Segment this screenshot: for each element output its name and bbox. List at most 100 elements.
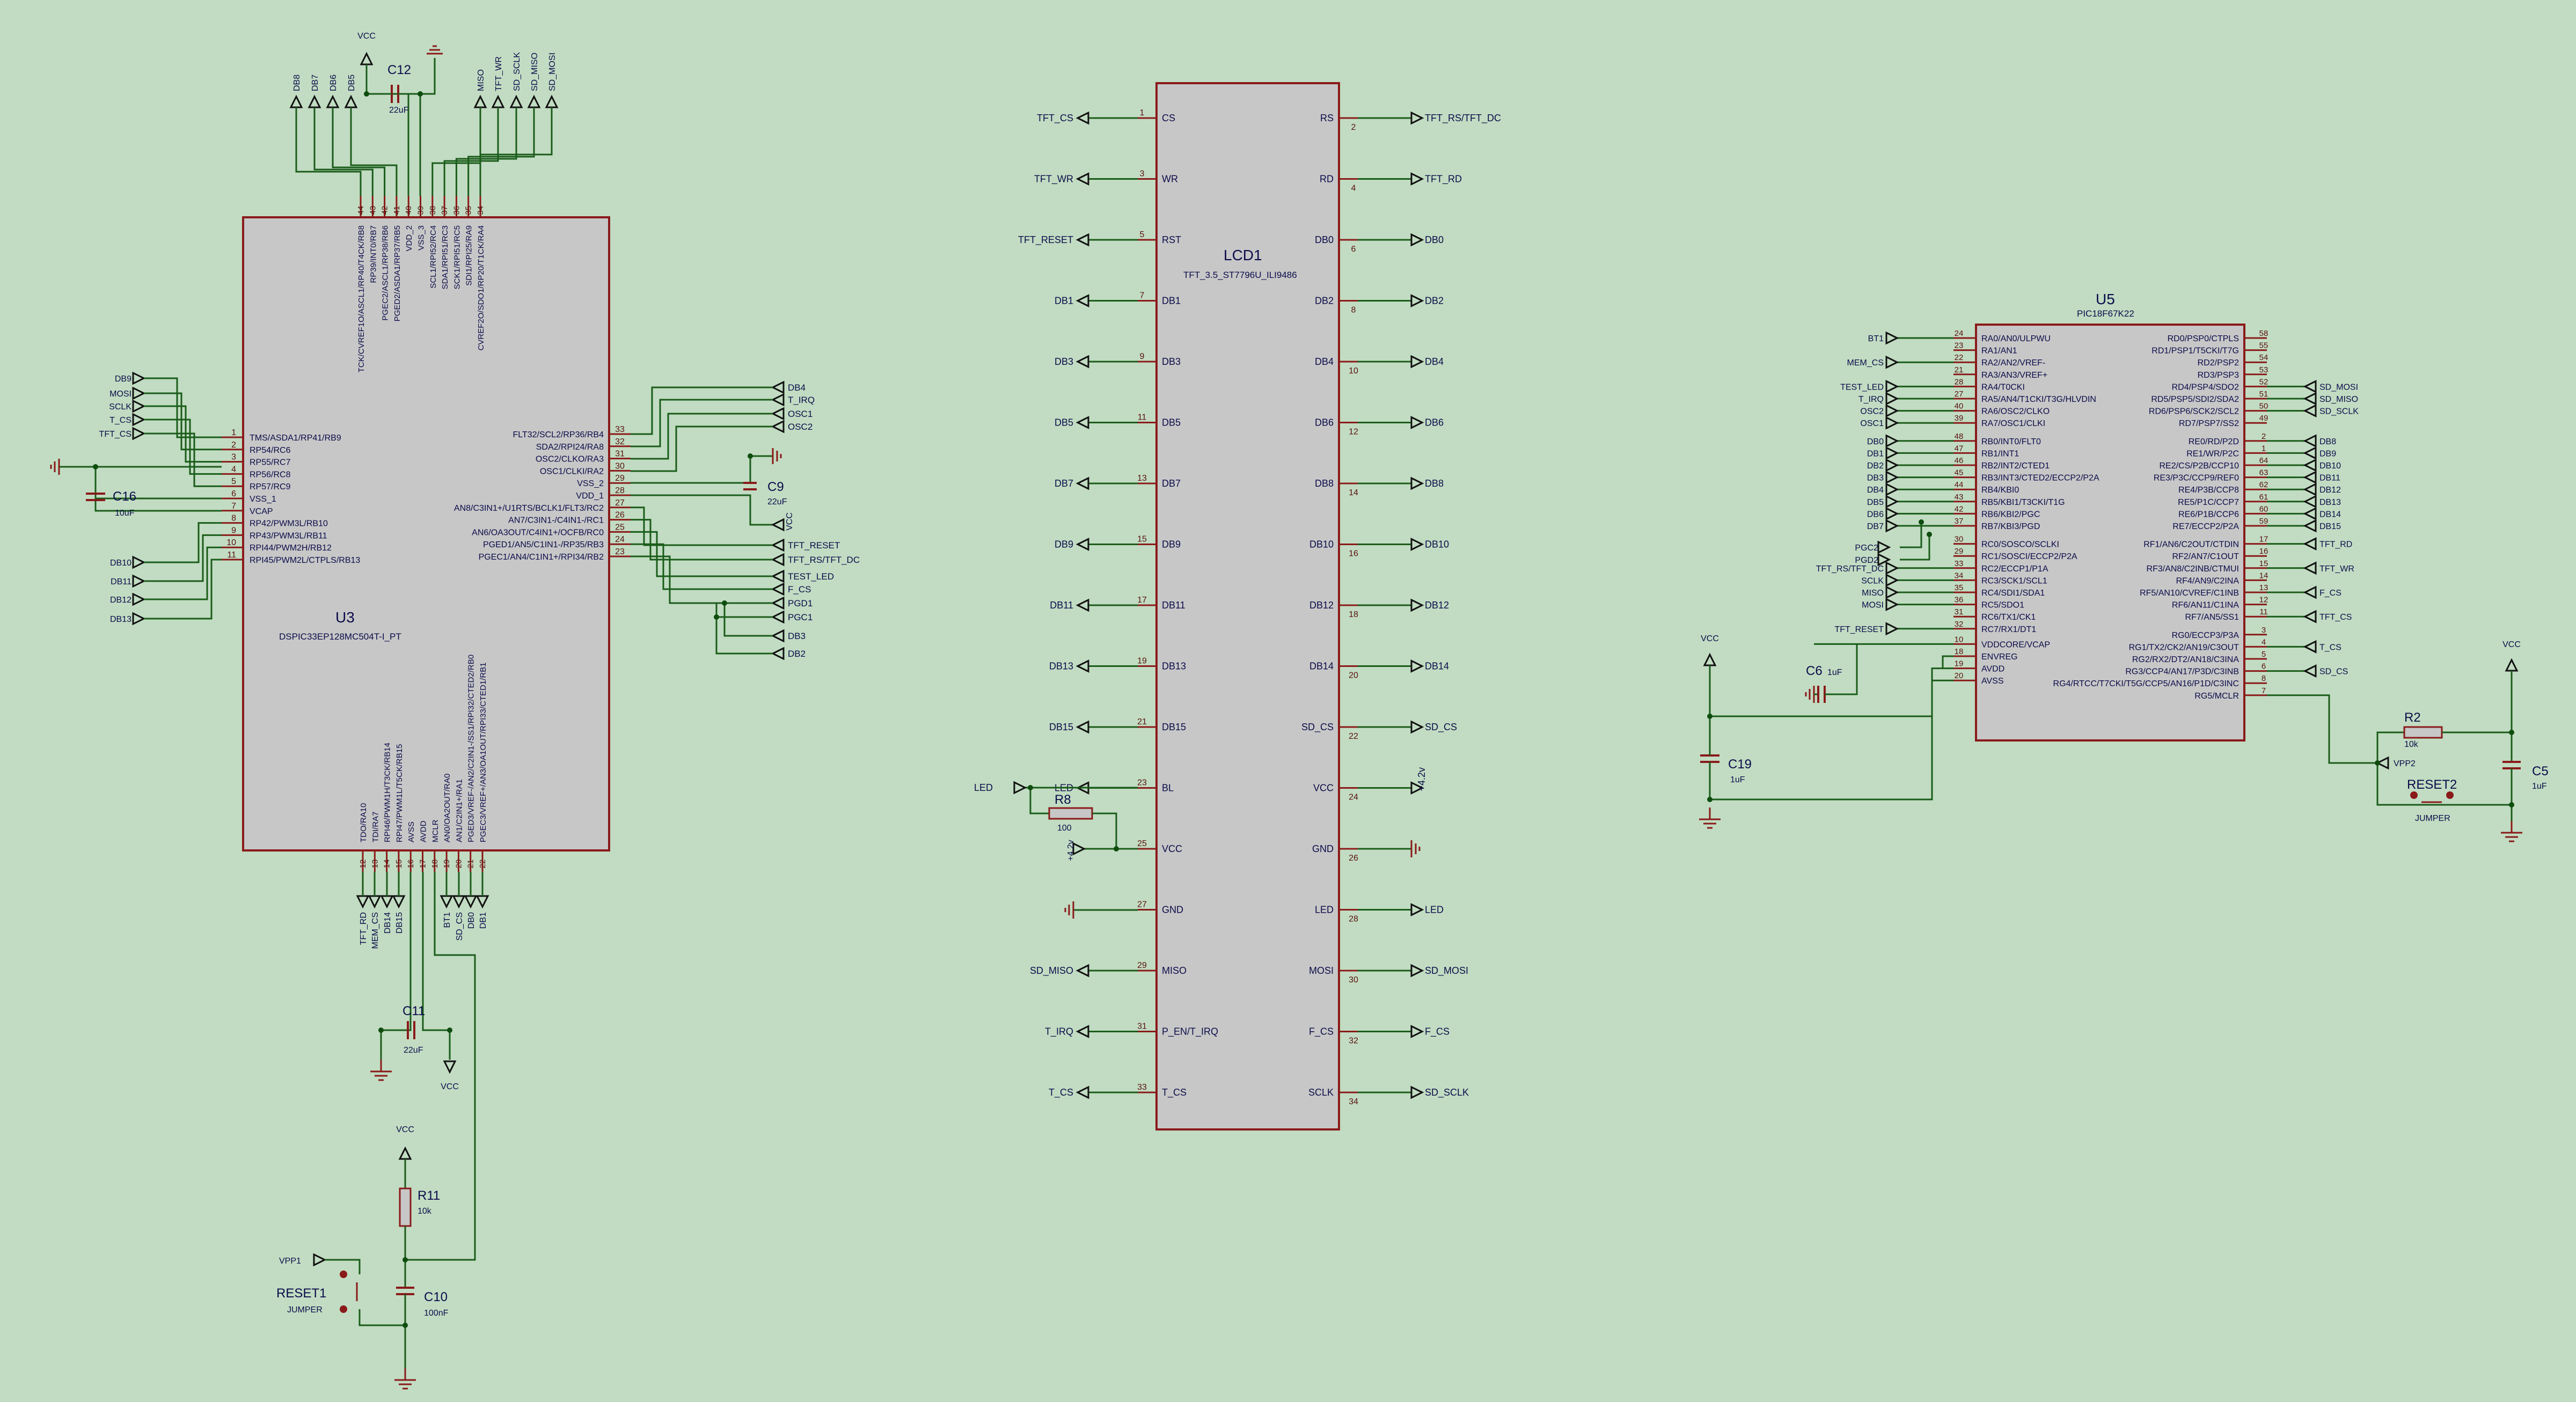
lcd-net-terminal	[1410, 720, 1424, 734]
lcd-ref: LCD1	[1224, 247, 1262, 263]
u3-pin-number: 20	[454, 860, 463, 869]
c16-val: 10uF	[115, 509, 135, 518]
u5-net-terminal	[1885, 331, 1899, 345]
u3-net-label: OSC2	[788, 422, 813, 432]
u5-pin-number: 10	[1955, 635, 1964, 644]
c19-vcc-label: VCC	[1701, 634, 1719, 643]
u3-pin-name: RP42/PWM3L/RB10	[250, 519, 328, 528]
lcd-pin-number: 3	[1140, 170, 1145, 179]
u5-pin-number: 64	[2259, 456, 2268, 465]
u3-left-pins: 1TMS/ASDA1/RP41/RB92RP54/RC63RP55/RC74RP…	[222, 428, 360, 565]
u5-pin-number: 45	[1955, 468, 1964, 478]
u5-pin-name: RB3/INT3/CTED2/ECCP2/P2A	[1981, 474, 2099, 483]
u3-pin-number: 16	[406, 860, 415, 869]
u5-net-terminal	[1885, 416, 1899, 430]
u5-pin-name: RE5/P1C/CCP7	[2178, 498, 2239, 507]
u5-pin-number: 19	[1955, 659, 1964, 669]
u5-net-terminal	[2303, 495, 2317, 509]
lcd-pin-name: LED	[1315, 905, 1334, 915]
u5-pin-number: 40	[1955, 402, 1964, 411]
lcd-pin-number: 12	[1349, 428, 1358, 437]
lcd-net-terminal	[1410, 233, 1424, 247]
reset2-pin	[2410, 791, 2418, 799]
u5-pin-number: 59	[2259, 517, 2268, 526]
u3-pin-name: AVSS	[407, 821, 416, 842]
u5-pin-number: 62	[2259, 480, 2268, 489]
u5-pin-name: RA1/AN1	[1981, 347, 2017, 356]
u3-net-label: DB9	[115, 375, 131, 384]
u5-pin-number: 15	[2259, 559, 2268, 568]
lcd-pin-number: 30	[1349, 975, 1358, 985]
u3-pin-name: VSS_1	[250, 495, 276, 504]
u3-pin-name: AN8/C3IN1+/U1RTS/BCLK1/FLT3/RC2	[454, 504, 604, 513]
u3-net-terminal	[132, 574, 146, 588]
lcd-net-terminal	[1410, 416, 1424, 429]
u5-pin-number: 37	[1955, 517, 1964, 526]
u5-net-terminal	[2303, 379, 2317, 393]
u3-net-label: DB4	[788, 383, 806, 393]
u3-pin-name: TDO/RA10	[359, 803, 368, 842]
u3-net-label: TEST_LED	[788, 571, 834, 582]
u3-pin-number: 42	[380, 206, 390, 215]
lcd-body[interactable]	[1155, 82, 1340, 1131]
mclr-wire	[405, 872, 476, 1261]
u3-net-label: DB12	[110, 596, 131, 605]
u3-net-label: DB14	[383, 912, 392, 934]
u5-net-label: SD_CS	[2319, 667, 2348, 677]
lcd-net-terminal	[1075, 476, 1089, 490]
u3-pin-number: 1	[231, 428, 236, 437]
u3-net-terminal	[289, 94, 303, 108]
u5-pin-name: RC3/SCK1/SCL1	[1981, 576, 2047, 585]
lcd-net-label: DB7	[1055, 478, 1073, 489]
lcd-pin-name: DB8	[1315, 478, 1334, 489]
u5-pin-number: 58	[2259, 329, 2268, 338]
lcd-net-terminal	[1410, 476, 1424, 490]
u5-pin-number: 23	[1955, 341, 1964, 350]
u5-junction	[2509, 802, 2514, 808]
u3-net-terminal	[132, 371, 146, 385]
u5-pin-number: 5	[2262, 650, 2266, 659]
u5-net-label: DB11	[2319, 474, 2340, 483]
lcd-net-terminal	[1075, 172, 1089, 186]
u3-pin-name: RPI46/PWM1H/T3CK/RB14	[383, 743, 392, 842]
lcd-pin-name: DB9	[1162, 539, 1181, 550]
u3-pin-name: TMS/ASDA1/RP41/RB9	[250, 434, 341, 443]
u3-net-terminal	[527, 94, 541, 108]
lcd-v42-left-label: +4.2v	[1066, 840, 1075, 861]
u5-pin-number: 21	[1955, 365, 1964, 375]
r11-val: 10k	[418, 1207, 432, 1216]
u5-pin-name: RA5/AN4/T1CKI/T3G/HLVDIN	[1981, 395, 2096, 404]
lcd-pin-number: 23	[1137, 779, 1147, 788]
u3-pin-name: PGEC2/ASCL1/RP38/RB6	[381, 225, 390, 321]
u3-body[interactable]	[242, 216, 610, 852]
u3-net-label: DB6	[329, 75, 338, 91]
u5-body[interactable]	[1975, 324, 2245, 742]
u3-net-label: DB3	[788, 631, 806, 641]
lcd-net-label: TFT_RESET	[1018, 234, 1073, 246]
lcd-pin-name: WR	[1162, 174, 1178, 185]
lcd-net-label: DB1	[1055, 296, 1073, 306]
u3-right-pins: 33FLT32/SCL2/RP36/RB432SDA2/RPI24/RA831O…	[454, 425, 631, 562]
u5-pin-name: RD2/PSP2	[2198, 358, 2239, 368]
u3-junction	[402, 1323, 408, 1328]
u5-pin-number: 31	[1955, 607, 1964, 616]
u3-w	[723, 603, 773, 637]
r2-val: 10k	[2404, 740, 2419, 749]
u5-junction	[1919, 519, 1924, 525]
u3-pin-name: AN6/OA3OUT/C4IN1+/OCFB/RC0	[472, 528, 604, 537]
lcd-pin-number: 34	[1349, 1097, 1358, 1106]
lcd-net-label: TFT_WR	[1034, 174, 1073, 185]
u5-net-label: DB1	[1867, 449, 1884, 458]
reset1-pin	[340, 1305, 347, 1313]
lcd-led-label: LED	[974, 782, 993, 793]
lcd-net-label: TFT_RD	[1425, 174, 1462, 185]
u3-pin-name: VDD_1	[576, 491, 604, 501]
u3-net-label: DB7	[311, 75, 320, 91]
u3-left-wire	[144, 432, 222, 487]
lcd-led-terminal	[1013, 781, 1027, 795]
u3-pin-name: RP54/RC6	[250, 446, 291, 455]
u3-net-terminal	[473, 94, 487, 108]
lcd-net-label: DB2	[1425, 296, 1444, 306]
u3-left-wire	[144, 534, 222, 582]
